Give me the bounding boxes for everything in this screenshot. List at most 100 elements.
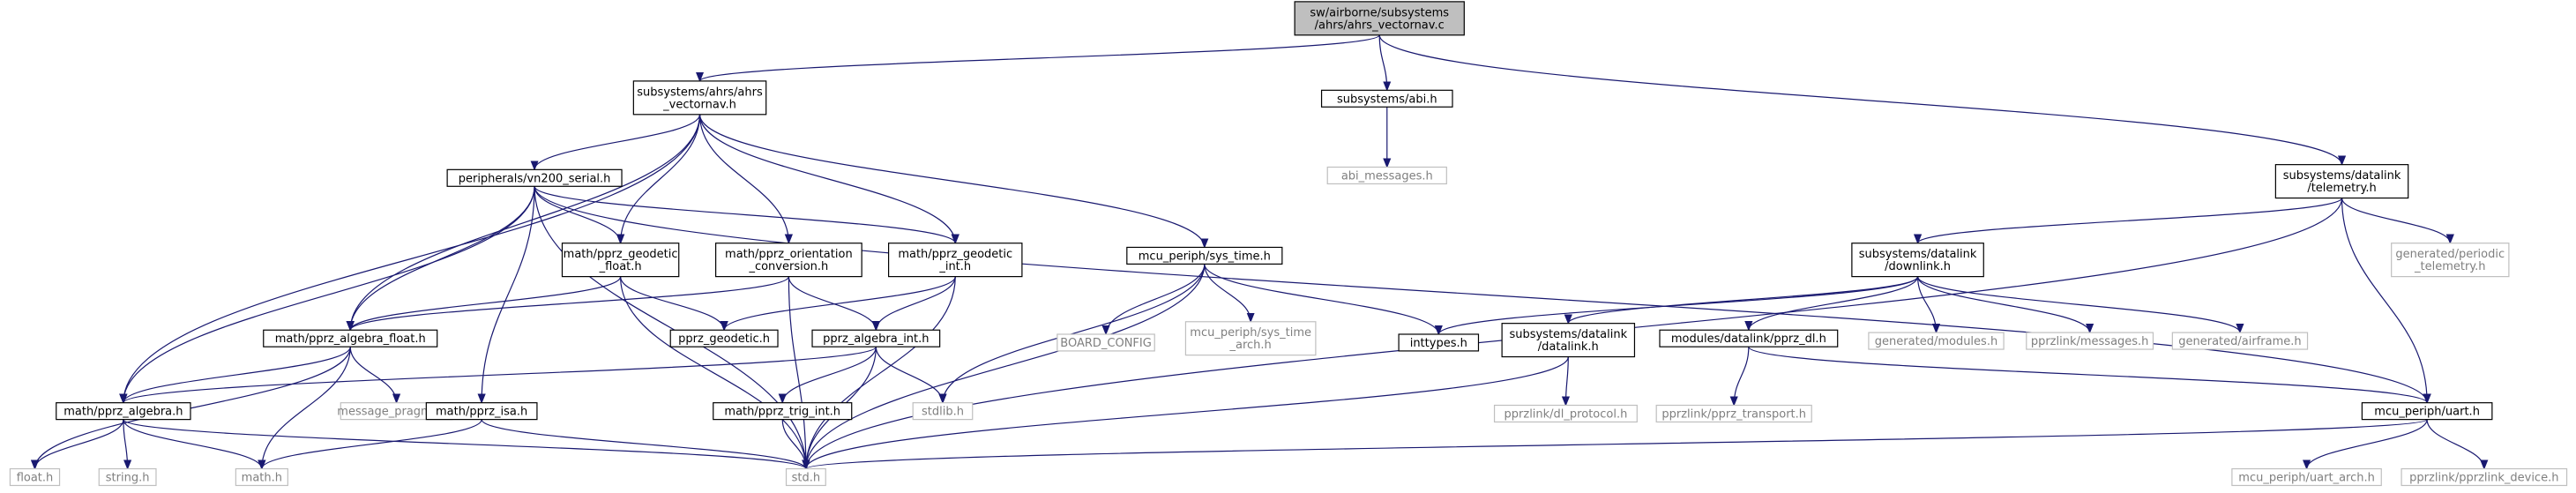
edge-algebra-h-to-float-h (34, 419, 124, 469)
node-algebra-int-h[interactable]: pprz_algebra_int.h (811, 329, 941, 347)
edge-ahrs-vectornav-h-to-algebra-float-h (350, 114, 701, 330)
node-pprzlink-messages-h[interactable]: pprzlink/messages.h (2026, 332, 2154, 350)
node-uart-arch-h[interactable]: mcu_periph/uart_arch.h (2231, 467, 2382, 487)
edge-vn200-serial-h-to-std-h (534, 186, 806, 468)
edge-geodetic-float-h-to-std-h (620, 276, 806, 469)
node-label: mcu_periph/uart.h (2374, 406, 2480, 419)
edge-sys-time-h-to-sys-time-arch-h (1204, 264, 1251, 322)
node-algebra-float-h[interactable]: math/pprz_algebra_float.h (263, 329, 438, 347)
node-label: math.h (242, 471, 282, 484)
node-label: mcu_periph/uart_arch.h (2238, 471, 2375, 484)
edge-orientation-h-to-algebra-float-h (350, 276, 789, 331)
node-board-config[interactable]: BOARD_CONFIG (1057, 333, 1155, 352)
edge-root-to-telemetry-h (1378, 34, 2341, 165)
node-box (811, 329, 941, 347)
node-box (632, 80, 767, 116)
node-inttypes-h[interactable]: inttypes.h (1398, 333, 1480, 352)
node-box (56, 402, 191, 421)
node-trig-int-h[interactable]: math/pprz_trig_int.h (713, 402, 853, 421)
node-label: math/pprz_isa.h (436, 406, 527, 419)
edge-pprz-dl-h-to-pprz-transport-h (1734, 347, 1750, 405)
node-box (1398, 333, 1480, 352)
node-periodic-telemetry-h[interactable]: generated/periodic_telemetry.h (2391, 243, 2510, 278)
node-label: subsystems/ahrs/ahrs (637, 86, 763, 99)
node-ahrs-vectornav-h[interactable]: subsystems/ahrs/ahrs_vectornav.h (632, 80, 767, 116)
node-label: modules/datalink/pprz_dl.h (1671, 332, 1826, 346)
node-label: std.h (792, 471, 821, 484)
node-algebra-h[interactable]: math/pprz_algebra.h (56, 402, 191, 421)
edge-ahrs-vectornav-h-to-vn200-serial-h (534, 114, 701, 170)
node-downlink-h[interactable]: subsystems/datalink/downlink.h (1851, 243, 1984, 278)
node-box (1057, 333, 1155, 352)
node-label: /telemetry.h (2307, 182, 2376, 195)
node-geodetic-float-h[interactable]: math/pprz_geodetic_float.h (561, 243, 680, 278)
node-gen-modules-h[interactable]: generated/modules.h (1868, 332, 2005, 350)
node-label: generated/modules.h (1875, 335, 1997, 348)
node-pprzlink-device-h[interactable]: pprzlink/pprzlink_device.h (2401, 467, 2568, 487)
node-datalink-h[interactable]: subsystems/datalink/datalink.h (1501, 323, 1636, 358)
node-label: peripherals/vn200_serial.h (459, 172, 611, 185)
edge-telemetry-h-to-uart-h (2341, 198, 2428, 403)
node-abi-messages-h[interactable]: abi_messages.h (1326, 166, 1447, 185)
node-box (669, 329, 779, 347)
edge-algebra-int-h-to-algebra-h (123, 346, 877, 404)
node-string-h[interactable]: string.h (98, 467, 157, 487)
node-label: subsystems/abi.h (1337, 93, 1437, 106)
node-box (1868, 332, 2005, 350)
edge-ahrs-vectornav-h-to-geodetic-int-h (698, 114, 956, 243)
node-box (713, 402, 853, 421)
node-label: /ahrs/ahrs_vectornav.c (1315, 19, 1445, 32)
node-stdlib-h[interactable]: stdlib.h (912, 402, 974, 421)
node-math-h[interactable]: math.h (235, 467, 288, 487)
node-box (912, 402, 974, 421)
node-label: _conversion.h (748, 260, 828, 273)
edge-algebra-float-h-to-float-h (34, 347, 351, 468)
node-box (888, 243, 1023, 278)
node-pprz-geodetic-h[interactable]: pprz_geodetic.h (669, 329, 779, 347)
node-box (446, 168, 623, 187)
node-float-h[interactable]: float.h (9, 467, 61, 487)
node-sys-time-arch-h[interactable]: mcu_periph/sys_time_arch.h (1184, 321, 1317, 356)
node-pprz-transport-h[interactable]: pprzlink/pprz_transport.h (1655, 404, 1812, 423)
node-gen-airframe-h[interactable]: generated/airframe.h (2171, 332, 2309, 350)
edge-sys-time-h-to-stdlib-h (943, 264, 1206, 402)
node-sys-time-h[interactable]: mcu_periph/sys_time.h (1126, 246, 1283, 265)
node-box (2274, 164, 2409, 199)
edge-datalink-h-to-std-h (806, 356, 1569, 469)
node-box (561, 243, 680, 278)
node-abi-h[interactable]: subsystems/abi.h (1320, 89, 1453, 108)
node-label: inttypes.h (1410, 337, 1467, 350)
node-label: math/pprz_trig_int.h (724, 406, 840, 419)
edge-algebra-h-to-std-h (123, 419, 806, 470)
node-telemetry-h[interactable]: subsystems/datalink/telemetry.h (2274, 164, 2409, 199)
node-orientation-h[interactable]: math/pprz_orientation_conversion.h (715, 243, 862, 278)
edge-root-to-abi-h (1378, 34, 1387, 91)
node-pprz-dl-h[interactable]: modules/datalink/pprz_dl.h (1659, 329, 1839, 347)
edge-vn200-serial-h-to-algebra-h (123, 186, 535, 402)
node-geodetic-int-h[interactable]: math/pprz_geodetic_int.h (888, 243, 1023, 278)
node-std-h[interactable]: std.h (785, 467, 826, 487)
edge-uart-h-to-std-h (806, 419, 2428, 470)
node-dl-protocol-h[interactable]: pprzlink/dl_protocol.h (1493, 404, 1638, 423)
node-box (2401, 467, 2568, 487)
node-box (1294, 1, 1465, 36)
node-root[interactable]: sw/airborne/subsystems/ahrs/ahrs_vectorn… (1294, 1, 1465, 36)
edge-orientation-h-to-algebra-int-h (788, 276, 876, 331)
node-uart-h[interactable]: mcu_periph/uart.h (2361, 402, 2493, 421)
node-label: mcu_periph/sys_time.h (1139, 250, 1271, 263)
node-vn200-serial-h[interactable]: peripherals/vn200_serial.h (446, 168, 623, 187)
node-label: _vectornav.h (662, 98, 736, 111)
node-label: abi_messages.h (1341, 169, 1433, 183)
edge-orientation-h-to-std-h (788, 276, 806, 469)
node-pprz-isa-h[interactable]: math/pprz_isa.h (425, 402, 538, 421)
node-layer: sw/airborne/subsystems/ahrs/ahrs_vectorn… (9, 1, 2568, 487)
node-box (1659, 329, 1839, 347)
edge-pprz-dl-h-to-uart-h (1748, 346, 2427, 404)
node-box (235, 467, 288, 487)
node-label: _arch.h (1229, 339, 1272, 352)
node-label: string.h (106, 471, 150, 484)
node-label: mcu_periph/sys_time (1190, 326, 1311, 340)
edge-algebra-float-h-to-math-h (262, 347, 351, 468)
edge-algebra-float-h-to-message-pragmas-h (349, 347, 396, 403)
